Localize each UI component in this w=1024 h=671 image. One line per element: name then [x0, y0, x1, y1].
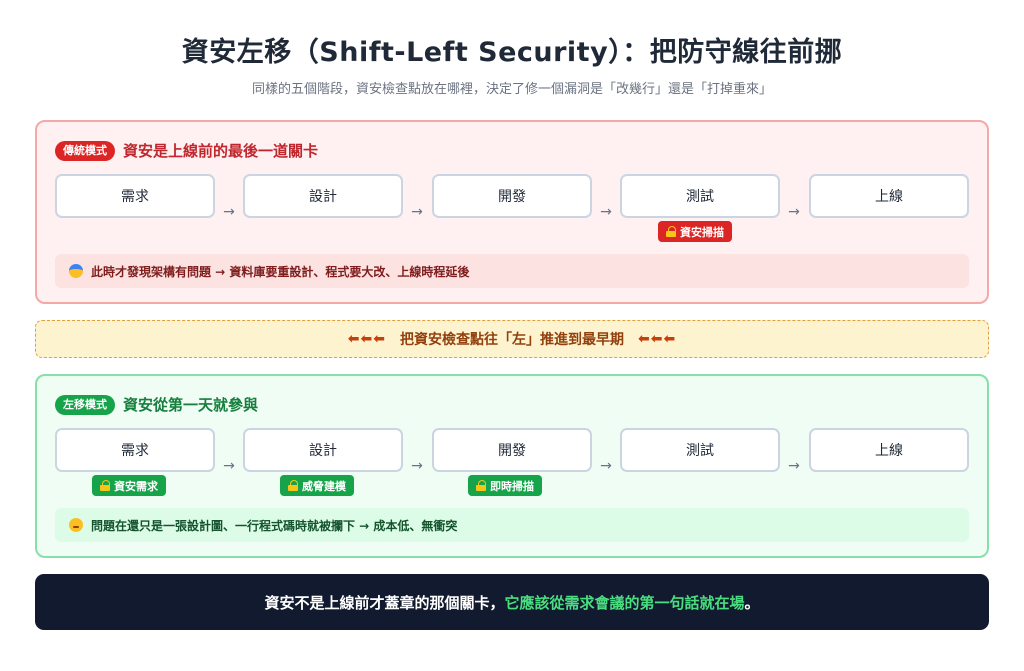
conclusion-text-part1: 資安不是上線前才蓋章的那個關卡，	[264, 593, 505, 612]
flow-arrow: →	[223, 458, 235, 474]
page-subtitle: 同樣的五個階段，資安檢查點放在哪裡，決定了修一個漏洞是「改幾行」還是「打掉重來」	[251, 82, 772, 97]
stage-requirements: 需求	[55, 428, 215, 472]
lock-icon	[100, 480, 110, 491]
stage-design: 設計	[243, 174, 403, 218]
shift-left-stage-flow: 需求 → 設計 → 開發 → 測試 → 上線 資安需求 威脅建模 即時掃描	[55, 428, 969, 504]
badge-label: 資安掃描	[680, 225, 724, 239]
traditional-model-header: 傳統模式 資安是上線前的最後一道關卡	[55, 140, 318, 161]
badge-label: 威脅建模	[302, 479, 346, 493]
flow-arrow: →	[600, 204, 612, 220]
flow-arrow: →	[411, 204, 423, 220]
stage-design: 設計	[243, 428, 403, 472]
conclusion-banner: 資安不是上線前才蓋章的那個關卡，它應該從需求會議的第一句話就在場。	[35, 574, 989, 630]
shift-banner-text: 把資安檢查點往「左」推進到最早期	[400, 332, 624, 348]
shift-left-mode-tag: 左移模式	[55, 394, 115, 415]
badge-label: 即時掃描	[490, 479, 534, 493]
shift-left-mode-title: 資安從第一天就參與	[123, 396, 259, 414]
note-text: 問題在還只是一張設計圖、一行程式碼時就被攔下 → 成本低、無衝突	[91, 518, 458, 533]
traditional-stage-flow: 需求 → 設計 → 開發 → 測試 → 上線 資安掃描	[55, 174, 969, 250]
shift-left-model-panel: 左移模式 資安從第一天就參與 需求 → 設計 → 開發 → 測試 → 上線 資安…	[35, 374, 989, 558]
traditional-mode-title: 資安是上線前的最後一道關卡	[123, 142, 319, 160]
traditional-consequence-note: 此時才發現架構有問題 → 資料庫要重設計、程式要大改、上線時程延後	[55, 254, 969, 288]
stage-release: 上線	[809, 428, 969, 472]
lock-icon	[476, 480, 486, 491]
stage-release: 上線	[809, 174, 969, 218]
note-text: 此時才發現架構有問題 → 資料庫要重設計、程式要大改、上線時程延後	[91, 264, 470, 279]
realtime-scan-badge: 即時掃描	[468, 475, 542, 496]
stage-development: 開發	[432, 428, 592, 472]
left-arrows-icon: ⬅⬅⬅	[347, 331, 386, 347]
relieved-face-icon	[69, 518, 83, 532]
stage-requirements: 需求	[55, 174, 215, 218]
left-arrows-icon: ⬅⬅⬅	[638, 331, 677, 347]
flow-arrow: →	[600, 458, 612, 474]
fearful-face-icon	[69, 264, 83, 278]
flow-arrow: →	[223, 204, 235, 220]
shift-left-model-header: 左移模式 資安從第一天就參與	[55, 394, 258, 415]
badge-label: 資安需求	[114, 479, 158, 493]
conclusion-text-end: 。	[744, 593, 760, 612]
security-scan-badge: 資安掃描	[658, 221, 732, 242]
shift-left-benefit-note: 問題在還只是一張設計圖、一行程式碼時就被攔下 → 成本低、無衝突	[55, 508, 969, 542]
traditional-mode-tag: 傳統模式	[55, 140, 115, 161]
lock-icon	[288, 480, 298, 491]
flow-arrow: →	[411, 458, 423, 474]
page-title: 資安左移（Shift-Left Security）：把防守線往前挪	[181, 37, 843, 68]
stage-testing: 測試	[620, 428, 780, 472]
flow-arrow: →	[788, 204, 800, 220]
lock-icon	[666, 226, 676, 237]
stage-testing: 測試	[620, 174, 780, 218]
traditional-model-panel: 傳統模式 資安是上線前的最後一道關卡 需求 → 設計 → 開發 → 測試 → 上…	[35, 120, 989, 304]
conclusion-highlight: 它應該從需求會議的第一句話就在場	[504, 593, 745, 612]
shift-left-banner: ⬅⬅⬅ 把資安檢查點往「左」推進到最早期 ⬅⬅⬅	[35, 320, 989, 358]
security-requirements-badge: 資安需求	[92, 475, 166, 496]
threat-modeling-badge: 威脅建模	[280, 475, 354, 496]
flow-arrow: →	[788, 458, 800, 474]
stage-development: 開發	[432, 174, 592, 218]
